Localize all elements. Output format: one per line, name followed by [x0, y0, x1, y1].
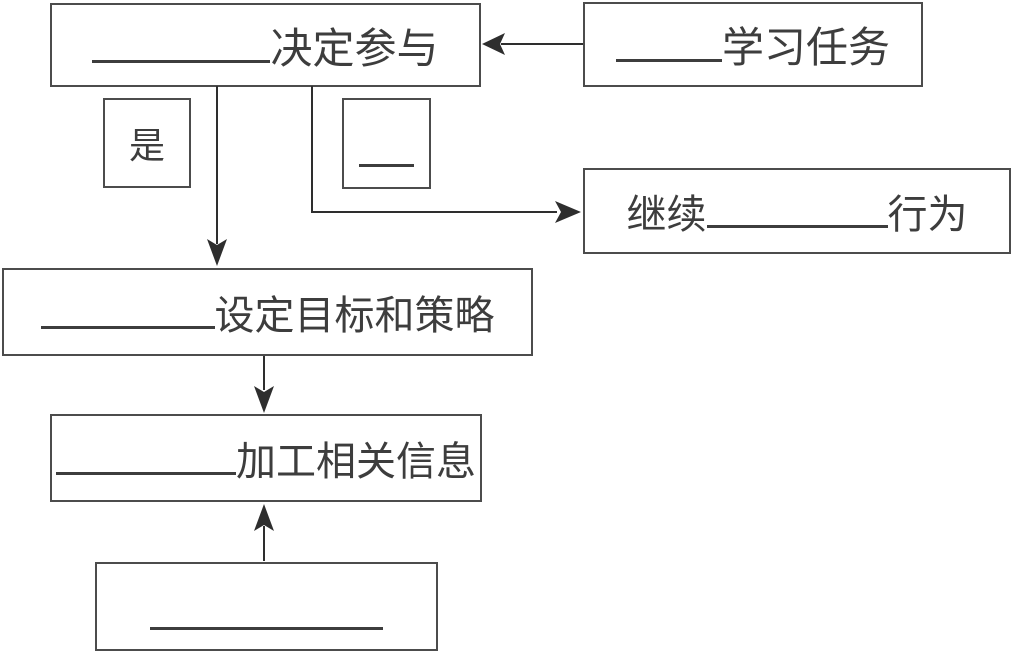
node-process-information: 加工相关信息 — [50, 414, 482, 502]
blank-line — [150, 625, 383, 630]
blank-line — [40, 324, 215, 329]
node-goals-label: 设定目标和策略 — [214, 294, 495, 338]
node-yes-content: 是 — [129, 117, 165, 169]
node-continue-content: 继续 行为 — [627, 182, 968, 240]
node-decide-content: 决定参与 — [92, 15, 439, 76]
node-process-content: 加工相关信息 — [56, 429, 476, 487]
node-task-label: 学习任务 — [721, 24, 890, 71]
node-yes: 是 — [103, 98, 191, 188]
node-branch-blank — [342, 98, 431, 189]
node-task-content: 学习任务 — [615, 14, 890, 75]
blank-line — [706, 223, 888, 228]
blank-line — [92, 58, 271, 63]
blank-line — [56, 470, 236, 475]
node-learning-task: 学习任务 — [583, 2, 923, 87]
node-source-blank — [95, 562, 438, 651]
node-continue-suffix: 行为 — [887, 193, 968, 237]
node-continue-behavior: 继续 行为 — [583, 168, 1011, 254]
node-yes-label: 是 — [128, 125, 165, 166]
node-decide-participation: 决定参与 — [50, 3, 481, 87]
node-decide-label: 决定参与 — [270, 24, 439, 72]
arrow-source-to-process — [254, 504, 274, 561]
arrow-goals-to-process — [254, 356, 274, 413]
blank-line — [359, 162, 414, 167]
node-set-goals-strategies: 设定目标和策略 — [2, 268, 533, 356]
arrow-decide-to-goals — [207, 86, 227, 266]
node-continue-prefix: 继续 — [626, 193, 707, 237]
arrow-task-to-decide — [482, 33, 583, 55]
node-process-label: 加工相关信息 — [236, 440, 476, 484]
blank-line — [615, 57, 722, 62]
node-goals-content: 设定目标和策略 — [40, 283, 495, 341]
